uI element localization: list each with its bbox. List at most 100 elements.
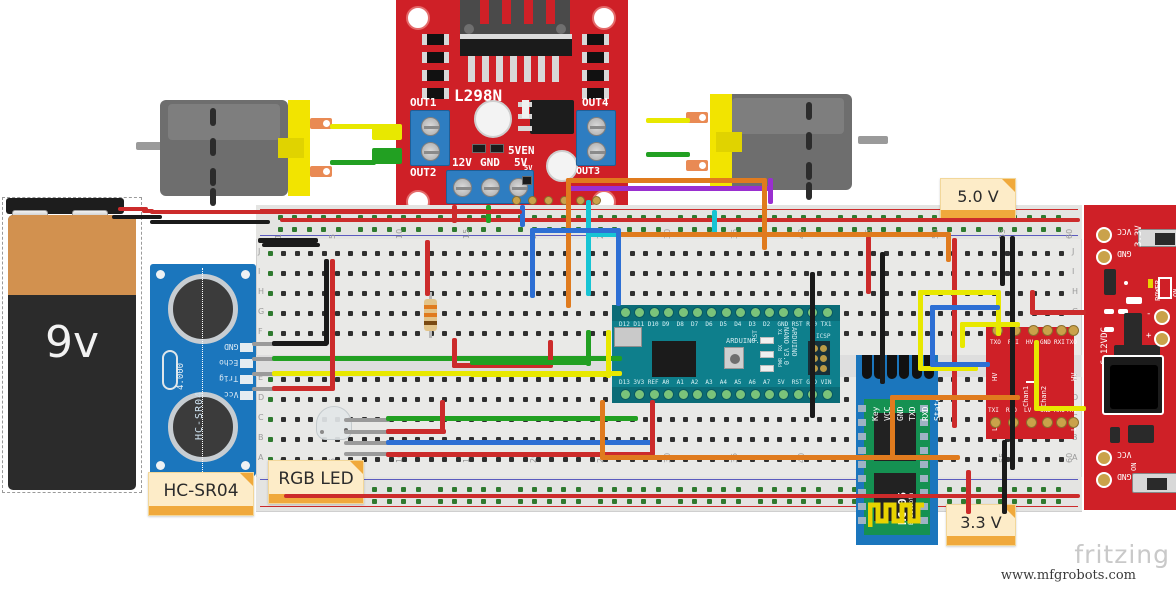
logic-pin-in1[interactable] (528, 196, 537, 205)
breadboard-hole[interactable] (455, 251, 461, 256)
breadboard-hole[interactable] (308, 417, 314, 422)
breadboard-hole[interactable] (589, 291, 595, 296)
breadboard-hole[interactable] (361, 437, 367, 442)
breadboard-hole[interactable] (455, 311, 461, 316)
breadboard-hole[interactable] (918, 215, 923, 220)
breadboard-hole[interactable] (495, 291, 501, 296)
breadboard-hole[interactable] (1005, 291, 1010, 296)
breadboard-hole[interactable] (838, 487, 843, 492)
reset-button[interactable] (724, 347, 744, 369)
psu-pad-vcc-top[interactable] (1096, 227, 1112, 243)
breadboard-hole[interactable] (844, 377, 850, 382)
breadboard-hole[interactable] (1055, 499, 1061, 504)
breadboard-hole[interactable] (348, 377, 354, 382)
breadboard-hole[interactable] (375, 271, 381, 276)
breadboard-hole[interactable] (466, 499, 472, 504)
terminal-block-out4[interactable] (576, 110, 616, 166)
breadboard-hole[interactable] (964, 271, 970, 276)
nano-pin-d7[interactable] (692, 307, 703, 318)
breadboard-hole[interactable] (348, 437, 354, 442)
breadboard-hole[interactable] (678, 227, 683, 232)
breadboard-hole[interactable] (375, 437, 381, 442)
breadboard-hole[interactable] (629, 437, 635, 442)
breadboard-hole[interactable] (964, 437, 970, 442)
breadboard-hole[interactable] (321, 227, 327, 232)
dc-barrel-jack[interactable] (1102, 355, 1164, 415)
breadboard-hole[interactable] (804, 251, 809, 256)
breadboard-hole[interactable] (911, 331, 917, 336)
breadboard-hole[interactable] (308, 397, 314, 402)
breadboard-hole[interactable] (308, 311, 314, 316)
llc-pin-bottom-txi-0[interactable] (990, 417, 1001, 428)
breadboard-hole[interactable] (375, 397, 381, 402)
breadboard-hole[interactable] (415, 437, 421, 442)
logic-pin-in2[interactable] (544, 196, 553, 205)
breadboard-hole[interactable] (629, 271, 635, 276)
breadboard-hole[interactable] (629, 291, 635, 296)
note-5v[interactable]: 5.0 V (940, 178, 1016, 220)
breadboard-hole[interactable] (871, 291, 876, 296)
breadboard-hole[interactable] (978, 417, 984, 422)
breadboard-hole[interactable] (415, 331, 421, 336)
breadboard-hole[interactable] (991, 271, 997, 276)
breadboard-hole[interactable] (735, 215, 741, 220)
breadboard-hole[interactable] (737, 417, 742, 422)
breadboard-hole[interactable] (897, 271, 903, 276)
breadboard-hole[interactable] (1018, 291, 1024, 296)
breadboard-hole[interactable] (546, 215, 552, 220)
breadboard-hole[interactable] (575, 487, 581, 492)
breadboard-hole[interactable] (358, 215, 363, 220)
breadboard-hole[interactable] (455, 377, 461, 382)
breadboard-hole[interactable] (402, 331, 407, 336)
breadboard-hole[interactable] (549, 331, 555, 336)
breadboard-hole[interactable] (438, 227, 443, 232)
breadboard-hole[interactable] (522, 331, 528, 336)
breadboard-hole[interactable] (509, 251, 515, 256)
breadboard-hole[interactable] (1005, 251, 1010, 256)
breadboard-hole[interactable] (575, 215, 581, 220)
breadboard-hole[interactable] (428, 397, 434, 402)
breadboard-hole[interactable] (964, 331, 970, 336)
breadboard-hole[interactable] (335, 271, 340, 276)
breadboard-hole[interactable] (281, 437, 287, 442)
breadboard-hole[interactable] (641, 215, 647, 220)
breadboard-hole[interactable] (670, 271, 675, 276)
breadboard-hole[interactable] (536, 251, 541, 256)
breadboard-hole[interactable] (294, 437, 300, 442)
breadboard-hole[interactable] (281, 311, 287, 316)
breadboard-hole[interactable] (278, 215, 283, 220)
psu-terminal-minus-pad[interactable] (1154, 309, 1170, 325)
nano-pin-a0[interactable] (663, 389, 675, 400)
breadboard-hole[interactable] (518, 487, 523, 492)
breadboard-hole[interactable] (830, 251, 836, 256)
breadboard-hole[interactable] (415, 377, 421, 382)
motor-terminal-b[interactable] (310, 166, 332, 177)
nano-pin-a4[interactable] (720, 389, 732, 400)
breadboard-hole[interactable] (706, 215, 712, 220)
breadboard-hole[interactable] (1045, 271, 1051, 276)
breadboard-hole[interactable] (335, 397, 340, 402)
breadboard-hole[interactable] (998, 227, 1003, 232)
breadboard-hole[interactable] (975, 499, 981, 504)
breadboard-hole[interactable] (1026, 215, 1032, 220)
breadboard-hole[interactable] (641, 499, 647, 504)
breadboard-hole[interactable] (402, 271, 407, 276)
breadboard-hole[interactable] (616, 437, 622, 442)
breadboard-hole[interactable] (428, 377, 434, 382)
nano-pin-d12[interactable] (620, 307, 631, 318)
breadboard-hole[interactable] (589, 311, 595, 316)
breadboard-hole[interactable] (946, 487, 952, 492)
hc05-pin-txd[interactable] (899, 355, 910, 379)
breadboard-hole[interactable] (576, 311, 582, 316)
breadboard-hole[interactable] (603, 437, 608, 442)
breadboard-hole[interactable] (361, 311, 367, 316)
breadboard-hole[interactable] (348, 311, 354, 316)
breadboard-hole[interactable] (897, 251, 903, 256)
breadboard-hole[interactable] (790, 271, 796, 276)
breadboard-hole[interactable] (683, 291, 689, 296)
breadboard-hole[interactable] (509, 331, 515, 336)
breadboard-hole[interactable] (656, 291, 662, 296)
breadboard-hole[interactable] (706, 487, 712, 492)
breadboard-hole[interactable] (758, 487, 763, 492)
breadboard-hole[interactable] (522, 377, 528, 382)
